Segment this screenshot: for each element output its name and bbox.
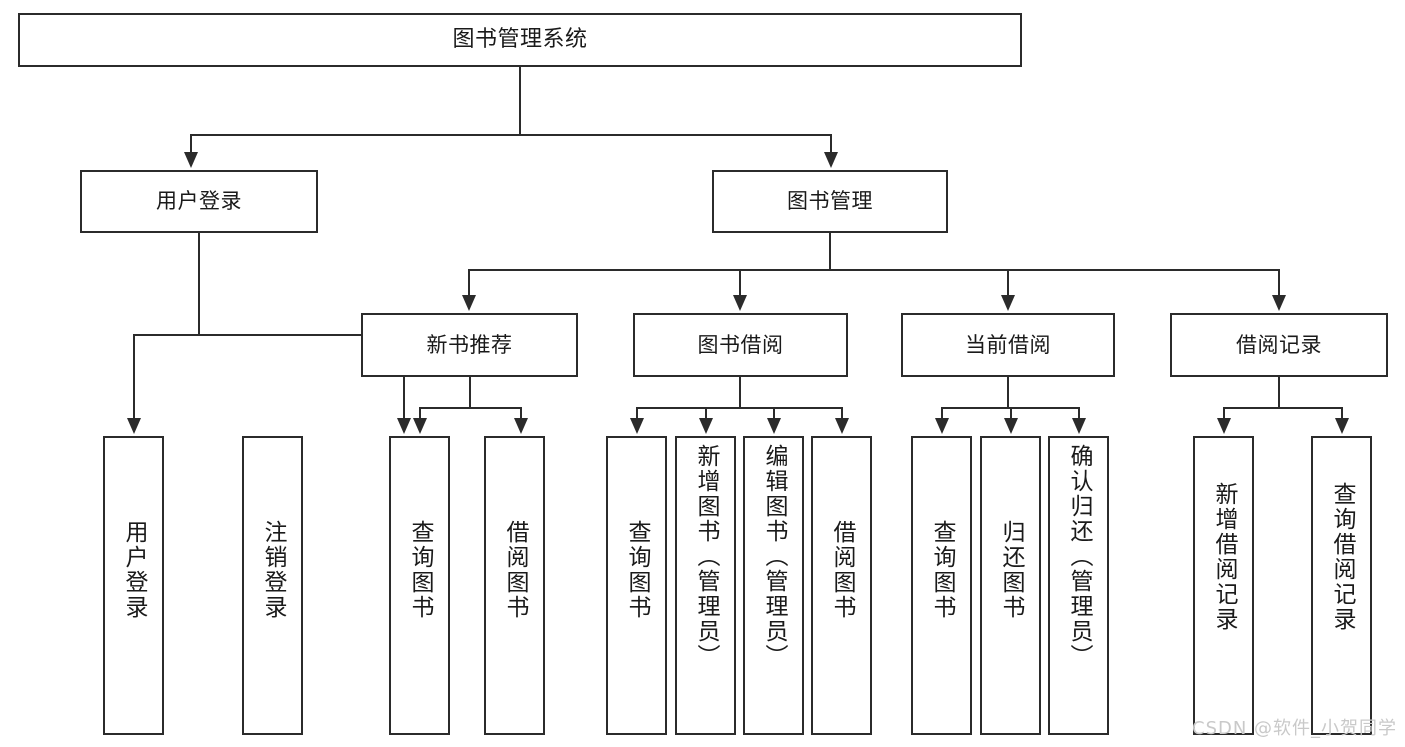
leaf-return-book-label: 归还图书 (998, 520, 1024, 620)
connector-book-manage-stem (829, 233, 831, 271)
connector-bb-bus (636, 407, 843, 409)
leaf-borrow-book-borrow-label: 借阅图书 (829, 520, 855, 620)
connector-br-to-leaf-2 (1341, 407, 1343, 420)
connector-bm-to-borrow-record (1278, 269, 1280, 297)
connector-bb-stem (739, 377, 741, 409)
leaf-query-borrow-record-label: 查询借阅记录 (1329, 482, 1355, 632)
leaf-query-book-current[interactable]: 查询图书 (911, 436, 972, 735)
arrowhead-cb-leaf-1 (935, 418, 949, 434)
node-book-borrow-label: 图书借阅 (697, 332, 784, 357)
leaf-user-login-label: 用户登录 (121, 520, 147, 620)
connector-cb-to-leaf-1 (941, 407, 943, 420)
arrowhead-cb-leaf-3 (1072, 418, 1086, 434)
arrowhead-bb-leaf-3 (767, 418, 781, 434)
arrowhead-bm-borrow-record (1272, 295, 1286, 311)
arrowhead-nbr-leaf-1 (413, 418, 427, 434)
leaf-user-login[interactable]: 用户登录 (103, 436, 164, 735)
node-new-book-recommendation-label: 新书推荐 (426, 332, 513, 357)
arrowhead-user-login-leaf-2 (397, 418, 411, 434)
leaf-query-book-current-label: 查询图书 (929, 520, 955, 620)
arrowhead-root-to-book-manage (824, 152, 838, 168)
leaf-query-book-borrow-label: 查询图书 (624, 520, 650, 620)
connector-bb-to-leaf-3 (773, 407, 775, 420)
connector-bb-to-leaf-2 (705, 407, 707, 420)
leaf-add-book-admin-label: 新增图书（管理员） (693, 444, 719, 669)
connector-bm-to-current-borrow (1007, 269, 1009, 297)
node-user-login-label: 用户登录 (156, 189, 242, 214)
arrowhead-br-leaf-2 (1335, 418, 1349, 434)
leaf-edit-book-admin[interactable]: 编辑图书（管理员） (743, 436, 804, 735)
connector-user-login-to-leaf-2 (403, 334, 405, 420)
connector-root-stem (519, 67, 521, 135)
node-borrow-record-label: 借阅记录 (1236, 332, 1322, 357)
arrowhead-bb-leaf-2 (699, 418, 713, 434)
node-new-book-recommendation[interactable]: 新书推荐 (361, 313, 578, 377)
connector-user-login-bus (133, 334, 405, 336)
connector-root-to-user-login (190, 134, 192, 154)
leaf-borrow-book-new-rec[interactable]: 借阅图书 (484, 436, 545, 735)
leaf-add-borrow-record-label: 新增借阅记录 (1211, 482, 1237, 632)
arrowhead-bm-new-book-rec (462, 295, 476, 311)
connector-root-bus (190, 134, 831, 136)
leaf-query-book-new-rec-label: 查询图书 (407, 520, 433, 620)
leaf-confirm-return-admin[interactable]: 确认归还（管理员） (1048, 436, 1109, 735)
connector-bm-to-book-borrow (739, 269, 741, 297)
arrowhead-bm-current-borrow (1001, 295, 1015, 311)
node-borrow-record[interactable]: 借阅记录 (1170, 313, 1388, 377)
leaf-query-borrow-record[interactable]: 查询借阅记录 (1311, 436, 1372, 735)
leaf-query-book-borrow[interactable]: 查询图书 (606, 436, 667, 735)
leaf-borrow-book-new-rec-label: 借阅图书 (502, 520, 528, 620)
connector-cb-stem (1007, 377, 1009, 409)
node-user-login[interactable]: 用户登录 (80, 170, 318, 233)
arrowhead-bb-leaf-1 (630, 418, 644, 434)
leaf-borrow-book-borrow[interactable]: 借阅图书 (811, 436, 872, 735)
node-root-system[interactable]: 图书管理系统 (18, 13, 1022, 67)
node-current-borrow[interactable]: 当前借阅 (901, 313, 1115, 377)
node-book-manage[interactable]: 图书管理 (712, 170, 948, 233)
connector-cb-to-leaf-2 (1010, 407, 1012, 420)
leaf-logout-label: 注销登录 (260, 520, 286, 620)
node-root-system-label: 图书管理系统 (452, 27, 588, 53)
arrowhead-user-login-leaf-1 (127, 418, 141, 434)
connector-nbr-to-leaf-2 (520, 407, 522, 420)
connector-cb-to-leaf-3 (1078, 407, 1080, 420)
arrowhead-bm-book-borrow (733, 295, 747, 311)
leaf-edit-book-admin-label: 编辑图书（管理员） (761, 444, 787, 669)
connector-root-to-book-manage (830, 134, 832, 154)
leaf-confirm-return-admin-label: 确认归还（管理员） (1066, 444, 1092, 669)
connector-nbr-bus (419, 407, 522, 409)
connector-br-stem (1278, 377, 1280, 409)
connector-br-bus (1223, 407, 1342, 409)
arrowhead-cb-leaf-2 (1004, 418, 1018, 434)
leaf-add-book-admin[interactable]: 新增图书（管理员） (675, 436, 736, 735)
arrowhead-br-leaf-1 (1217, 418, 1231, 434)
leaf-return-book[interactable]: 归还图书 (980, 436, 1041, 735)
node-book-borrow[interactable]: 图书借阅 (633, 313, 848, 377)
connector-user-login-to-leaf-1 (133, 334, 135, 420)
connector-nbr-to-leaf-1 (419, 407, 421, 420)
arrowhead-bb-leaf-4 (835, 418, 849, 434)
arrowhead-root-to-user-login (184, 152, 198, 168)
connector-bb-to-leaf-1 (636, 407, 638, 420)
leaf-query-book-new-rec[interactable]: 查询图书 (389, 436, 450, 735)
connector-bb-to-leaf-4 (841, 407, 843, 420)
connector-book-manage-bus (468, 269, 1280, 271)
connector-br-to-leaf-1 (1223, 407, 1225, 420)
connector-user-login-stem (198, 233, 200, 335)
arrowhead-nbr-leaf-2 (514, 418, 528, 434)
node-book-manage-label: 图书管理 (787, 189, 873, 214)
leaf-add-borrow-record[interactable]: 新增借阅记录 (1193, 436, 1254, 735)
leaf-logout[interactable]: 注销登录 (242, 436, 303, 735)
node-current-borrow-label: 当前借阅 (965, 332, 1051, 357)
connector-bm-to-new-book-rec (468, 269, 470, 297)
connector-nbr-stem (469, 377, 471, 409)
